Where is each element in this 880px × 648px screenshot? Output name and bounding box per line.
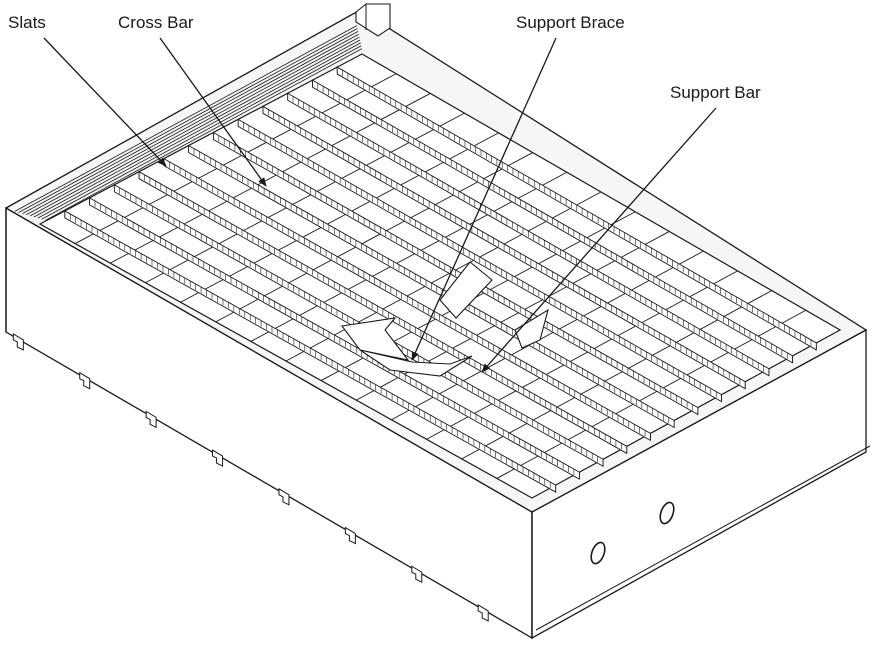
- slat: [138, 170, 628, 455]
- slat: [312, 79, 794, 364]
- slat-teeth: [336, 67, 817, 349]
- port-hole-2: [659, 501, 675, 525]
- foot-bracket: [477, 604, 489, 622]
- callout-support-bar: Support Bar: [670, 83, 761, 102]
- rim-line: [33, 39, 361, 218]
- slat: [64, 210, 557, 493]
- slat: [287, 92, 770, 377]
- leader-support-brace: [411, 37, 557, 361]
- rim-line: [26, 33, 359, 216]
- leader-slats: [43, 37, 167, 167]
- rim-line: [41, 45, 362, 220]
- port-hole-1: [590, 541, 606, 565]
- foot-bracket: [278, 487, 290, 506]
- rim-line: [18, 28, 358, 213]
- slat: [89, 197, 580, 480]
- foot-bracket: [79, 371, 91, 390]
- rim-line: [29, 36, 360, 217]
- foot-brackets: [12, 333, 489, 622]
- slat: [188, 144, 675, 429]
- leader-support-bar: [481, 107, 717, 373]
- slat-teeth: [64, 210, 556, 492]
- callout-support-brace: Support Brace: [516, 13, 625, 32]
- rim-line: [37, 42, 361, 219]
- rim-lines: [14, 25, 363, 221]
- rim-line: [22, 31, 359, 214]
- slat: [237, 118, 722, 403]
- foot-bracket: [411, 565, 423, 584]
- leader-cross-bar: [159, 37, 267, 187]
- table-right-lip: [535, 445, 871, 631]
- support-brace: [341, 261, 549, 377]
- slat: [336, 66, 817, 351]
- foot-bracket: [12, 333, 24, 351]
- rim-line: [45, 48, 363, 221]
- rim-line: [14, 25, 357, 212]
- slat-teeth: [138, 171, 628, 453]
- slat: [262, 105, 746, 390]
- foot-bracket: [344, 526, 356, 545]
- callout-slats: Slats: [8, 13, 46, 32]
- foot-bracket: [212, 449, 224, 467]
- slat-teeth: [287, 93, 770, 375]
- table-inner-opening: [38, 53, 842, 499]
- callout-cross-bar: Cross Bar: [118, 13, 194, 32]
- foot-bracket: [145, 410, 157, 429]
- slat-teeth: [89, 197, 580, 479]
- slat-teeth: [262, 106, 746, 388]
- slat-teeth: [312, 80, 793, 362]
- slats: [64, 66, 817, 493]
- slat-teeth: [237, 119, 722, 401]
